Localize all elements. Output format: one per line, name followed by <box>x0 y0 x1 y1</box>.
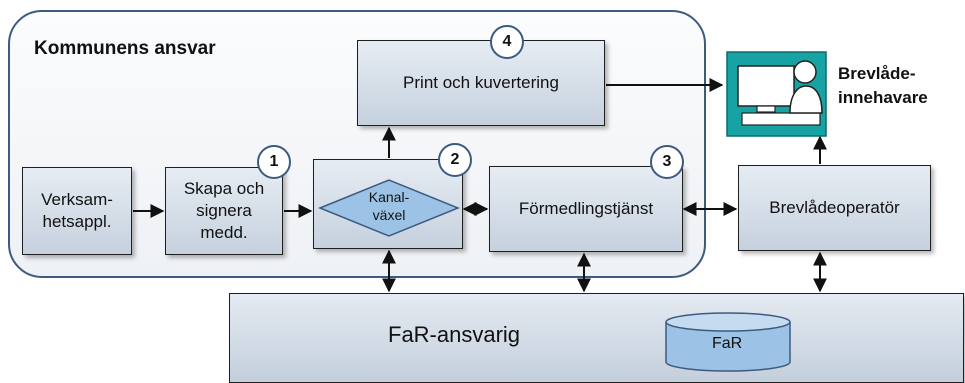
kanalvaxel-diamond <box>318 179 460 237</box>
far-ansvarig-box <box>229 293 964 383</box>
step-badge-2: 2 <box>438 143 472 177</box>
far-database-icon <box>665 312 791 372</box>
verksamhetsappl-label: Verksam- hetsappl. <box>41 190 113 231</box>
region-title: Kommunens ansvar <box>34 38 216 59</box>
formedlingstjanst-label: Förmedlingstjänst <box>518 199 654 218</box>
brevladeoperator-box: Brevlådeoperatör <box>738 165 931 251</box>
print-kuvertering-label: Print och kuvertering <box>403 73 559 92</box>
brevladeinnehavare-label: Brevlåde- innehavare <box>838 64 928 107</box>
user-computer-icon <box>726 51 827 137</box>
brevladeoperator-label: Brevlådeoperatör <box>769 198 900 217</box>
step-badge-1: 1 <box>257 145 291 179</box>
far-ansvarig-label: FaR-ansvarig <box>388 322 521 347</box>
step-badge-3: 3 <box>650 145 684 179</box>
far-database-label: FaR <box>712 335 743 352</box>
skapa-signera-label: Skapa och signera medd. <box>183 179 265 242</box>
step-badge-4: 4 <box>490 25 524 59</box>
kanalvaxel-label: Kanal- växel <box>368 189 410 223</box>
formedlingstjanst-box: Förmedlingstjänst <box>489 166 683 252</box>
verksamhetsappl-box: Verksam- hetsappl. <box>22 167 132 255</box>
print-kuvertering-box: Print och kuvertering <box>357 40 605 126</box>
skapa-signera-box: Skapa och signera medd. <box>165 167 283 255</box>
